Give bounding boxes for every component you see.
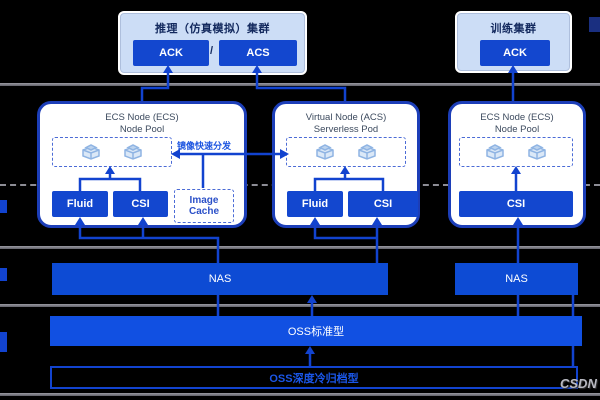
image-distribution-label: 镜像快速分发: [177, 141, 232, 151]
lane-divider-top: [0, 83, 600, 86]
csi-button-right: CSI: [459, 191, 573, 217]
acs-button-inference: ACS: [219, 40, 297, 66]
fluid-button-left: Fluid: [52, 191, 108, 217]
pool-left-title-line1: ECS Node (ECS): [105, 112, 179, 123]
nas-bar-left: NAS: [52, 263, 388, 295]
inference-cluster-box: 推理（仿真模拟）集群 ACK / ACS: [118, 11, 307, 75]
container-group-middle: [286, 137, 406, 167]
csdn-watermark: CSDN: [560, 376, 597, 391]
training-cluster-title: 训练集群: [490, 23, 537, 35]
nas-bar-right: NAS: [455, 263, 578, 295]
pool-middle-title-line2: Serverless Pod: [313, 124, 379, 135]
lane-divider-nas: [0, 246, 600, 249]
image-cache-box: Image Cache: [174, 189, 234, 223]
oss-archive-box: OSS深度冷归档型: [50, 366, 578, 389]
container-icon: [316, 144, 334, 160]
container-group-left: [52, 137, 172, 167]
container-icon: [486, 144, 504, 160]
training-cluster-box: 训练集群 ACK: [455, 11, 572, 73]
csi-button-left: CSI: [113, 191, 168, 217]
lane-divider-oss: [0, 304, 600, 307]
pool-left-title-line2: Node Pool: [119, 124, 165, 135]
container-icon: [124, 144, 142, 160]
lane-divider-bottom: [0, 393, 600, 396]
container-group-right: [459, 137, 573, 167]
clipped-label-fragment: [0, 200, 7, 213]
fluid-button-middle: Fluid: [287, 191, 343, 217]
pool-right-title-line2: Node Pool: [494, 124, 540, 135]
inference-cluster-title: 推理（仿真模拟）集群: [155, 23, 270, 35]
pool-middle-title-line1: Virtual Node (ACS): [305, 112, 387, 123]
container-icon: [528, 144, 546, 160]
container-icon: [358, 144, 376, 160]
container-icon: [82, 144, 100, 160]
clipped-label-fragment: [0, 268, 7, 281]
ack-button-training: ACK: [480, 40, 550, 66]
pool-right-title-line1: ECS Node (ECS): [480, 112, 554, 123]
oss-standard-bar: OSS标准型: [50, 316, 582, 346]
cluster-separator: /: [210, 45, 214, 57]
clipped-label-fragment: [0, 332, 7, 352]
ack-button-inference: ACK: [133, 40, 209, 66]
clipped-shape-fragment: [589, 17, 600, 32]
csi-button-middle: CSI: [348, 191, 418, 217]
